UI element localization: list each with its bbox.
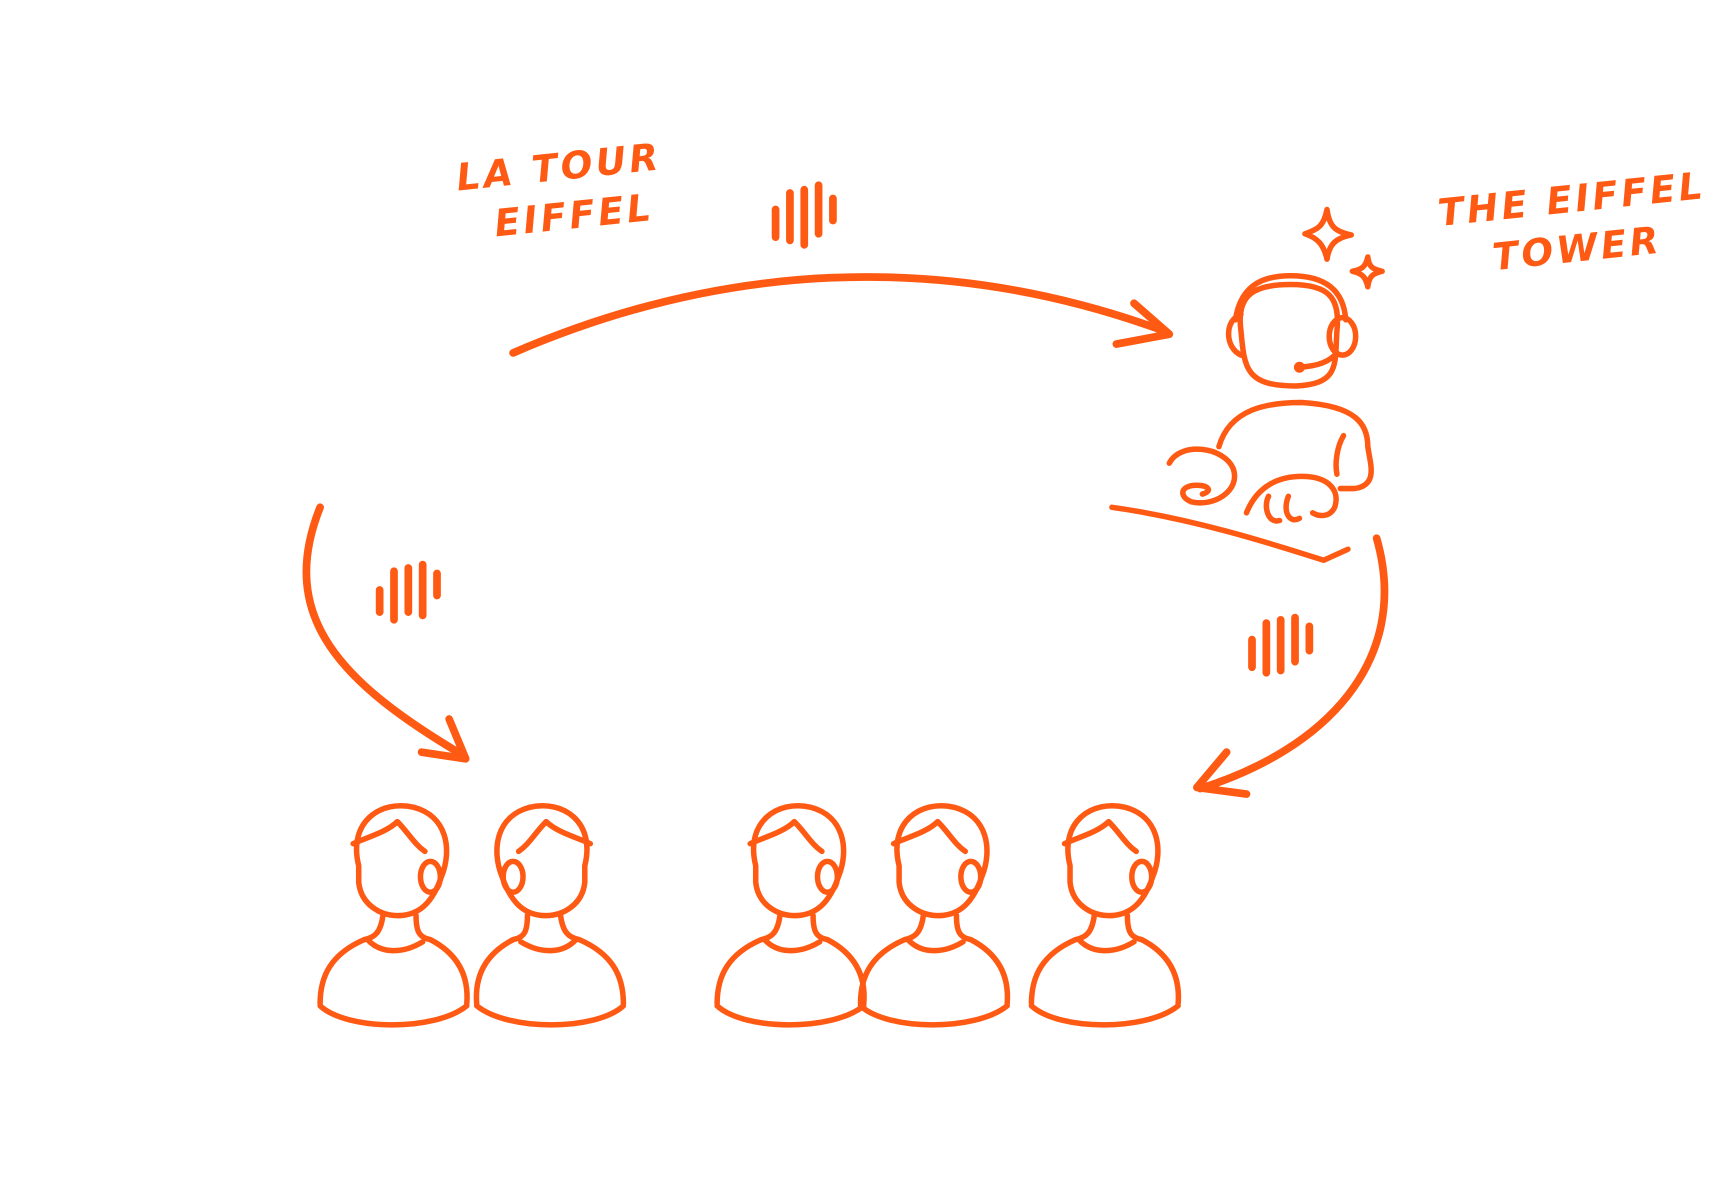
target-language-label: THE EIFFEL TOWER	[1436, 163, 1708, 279]
curved-arrow-icon	[509, 273, 1174, 357]
curved-arrow-icon	[302, 503, 470, 763]
sound-wave-icon	[771, 181, 837, 249]
source-language-label: LA TOUR EIFFEL	[454, 134, 663, 245]
sparkle-icon	[1302, 206, 1355, 262]
listener-with-headset-icon	[717, 806, 864, 1025]
source-label-line-2: EIFFEL	[492, 185, 656, 245]
target-label-line-1: THE EIFFEL	[1436, 163, 1708, 235]
listener-with-headset-icon	[1031, 806, 1178, 1025]
interpreter-with-headset-icon	[1109, 272, 1374, 564]
curved-arrow-icon	[1193, 534, 1389, 798]
sparkle-icon	[1349, 254, 1385, 290]
listener-with-headset-icon	[476, 806, 623, 1025]
sound-wave-icon	[1248, 613, 1314, 677]
listener-with-headset-icon	[320, 806, 467, 1025]
sound-wave-icon	[375, 560, 441, 624]
listener-with-headset-icon	[861, 806, 1008, 1025]
